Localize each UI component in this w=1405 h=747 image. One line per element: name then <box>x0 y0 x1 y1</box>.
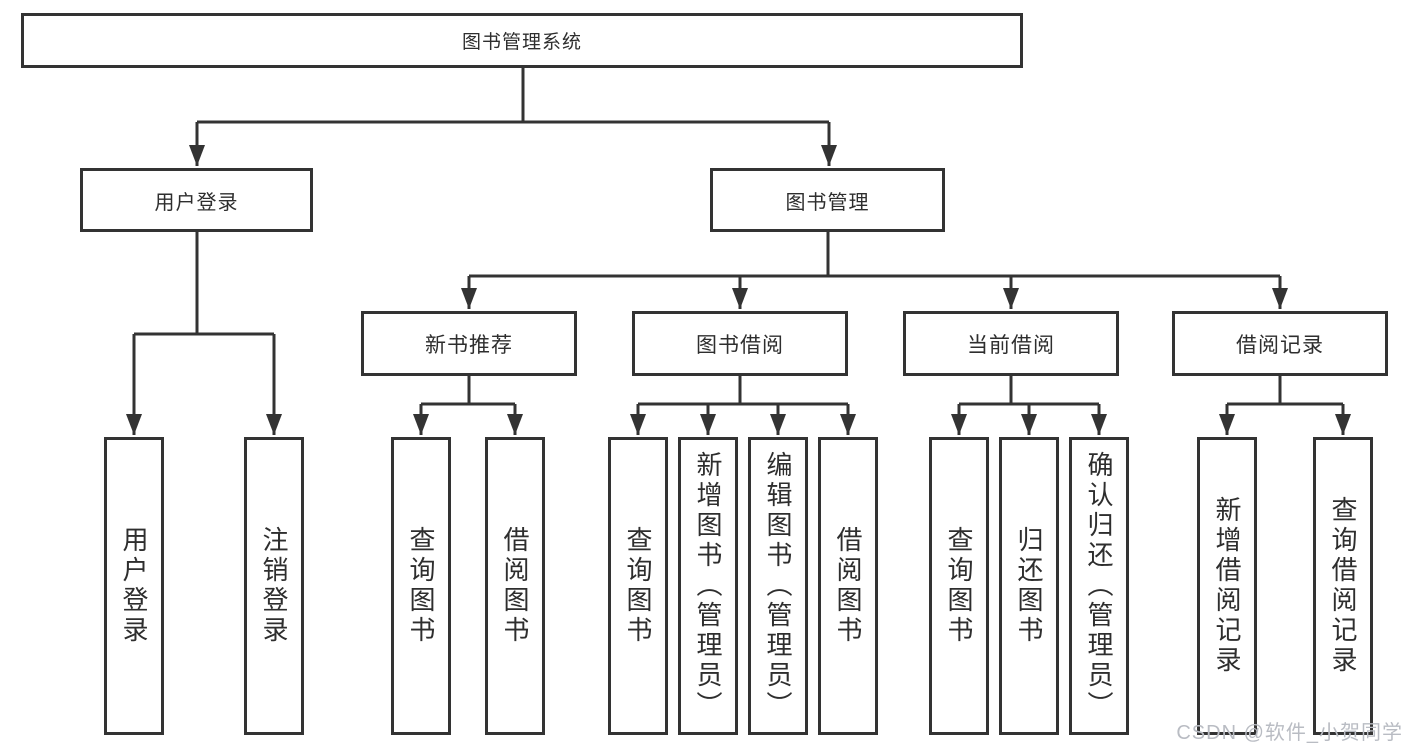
leaf-query-book-1-label: 查询图书 <box>406 526 436 646</box>
connector-current-borrowing-trunk <box>959 376 1099 406</box>
leaf-query-borrow-record: 查询借阅记录 <box>1313 437 1373 735</box>
node-borrowing-records-label: 借阅记录 <box>1236 333 1324 357</box>
node-new-book-recommend: 新书推荐 <box>361 311 577 376</box>
leaf-query-book-3-label: 查询图书 <box>944 526 974 646</box>
leaf-query-book-3: 查询图书 <box>929 437 989 735</box>
connector-book-borrowing-trunk <box>638 376 848 406</box>
connector-user-login-trunk <box>134 232 274 336</box>
leaf-add-book-label: 新增图书（管理员） <box>693 451 723 721</box>
leaf-add-borrow-record-label: 新增借阅记录 <box>1212 496 1242 676</box>
leaf-borrow-book-2: 借阅图书 <box>818 437 878 735</box>
leaf-query-book-2-label: 查询图书 <box>623 526 653 646</box>
leaf-confirm-return-label: 确认归还（管理员） <box>1084 451 1114 721</box>
connector-book-management-trunk <box>469 232 1280 278</box>
node-user-login-label: 用户登录 <box>154 191 239 214</box>
node-library-management-system-label: 图书管理系统 <box>461 32 582 53</box>
leaf-user-login: 用户登录 <box>104 437 164 735</box>
node-library-management-system: 图书管理系统 <box>21 13 1023 68</box>
leaf-return-book-label: 归还图书 <box>1014 526 1044 646</box>
node-borrowing-records: 借阅记录 <box>1172 311 1388 376</box>
node-current-borrowing-label: 当前借阅 <box>967 333 1055 357</box>
leaf-add-borrow-record: 新增借阅记录 <box>1197 437 1257 735</box>
leaf-query-borrow-record-label: 查询借阅记录 <box>1328 496 1358 676</box>
node-current-borrowing: 当前借阅 <box>903 311 1119 376</box>
leaf-query-book-1: 查询图书 <box>391 437 451 735</box>
leaf-borrow-book-1: 借阅图书 <box>485 437 545 735</box>
leaf-user-login-label: 用户登录 <box>119 526 149 646</box>
leaf-confirm-return: 确认归还（管理员） <box>1069 437 1129 735</box>
leaf-return-book: 归还图书 <box>999 437 1059 735</box>
leaf-borrow-book-1-label: 借阅图书 <box>500 526 530 646</box>
node-book-management: 图书管理 <box>710 168 945 232</box>
node-new-book-recommend-label: 新书推荐 <box>425 333 513 357</box>
csdn-watermark: CSDN @软件_小贺同学 <box>1176 722 1403 744</box>
connector-borrowing-records-trunk <box>1227 376 1343 406</box>
leaf-borrow-book-2-label: 借阅图书 <box>833 526 863 646</box>
leaf-logout: 注销登录 <box>244 437 304 735</box>
node-book-borrowing: 图书借阅 <box>632 311 848 376</box>
connector-root-trunk <box>197 68 829 124</box>
node-book-management-label: 图书管理 <box>785 191 870 214</box>
node-user-login: 用户登录 <box>80 168 313 232</box>
leaf-edit-book: 编辑图书（管理员） <box>748 437 808 735</box>
leaf-logout-label: 注销登录 <box>259 526 289 646</box>
leaf-edit-book-label: 编辑图书（管理员） <box>763 451 793 721</box>
leaf-add-book: 新增图书（管理员） <box>678 437 738 735</box>
leaf-query-book-2: 查询图书 <box>608 437 668 735</box>
connector-new-book-trunk <box>421 376 515 406</box>
node-book-borrowing-label: 图书借阅 <box>696 333 784 357</box>
